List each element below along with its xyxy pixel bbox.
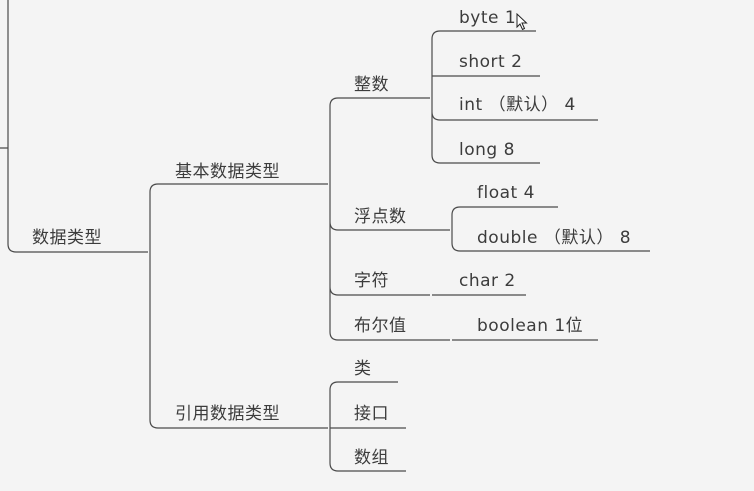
node-class[interactable]: 类 <box>354 359 372 379</box>
node-interface[interactable]: 接口 <box>354 404 389 424</box>
node-basic-types[interactable]: 基本数据类型 <box>175 162 280 182</box>
node-boolean[interactable]: 布尔值 <box>354 316 407 336</box>
node-short[interactable]: short 2 <box>459 52 523 72</box>
mouse-pointer-icon <box>516 13 528 31</box>
connector-parent-root <box>0 0 148 253</box>
connector-root-branches <box>149 183 328 429</box>
node-float[interactable]: 浮点数 <box>354 207 407 227</box>
connector-basic-subcategories <box>329 97 450 341</box>
connector-reference-leaves <box>329 381 406 472</box>
node-float-size[interactable]: float 4 <box>477 183 535 203</box>
node-int[interactable]: int （默认） 4 <box>459 95 576 115</box>
node-integer[interactable]: 整数 <box>354 75 389 95</box>
node-array[interactable]: 数组 <box>354 448 389 468</box>
node-double[interactable]: double （默认） 8 <box>477 228 632 248</box>
node-char-size[interactable]: char 2 <box>459 271 516 291</box>
node-boolean-size[interactable]: boolean 1位 <box>477 316 584 336</box>
connector-integer-leaves <box>431 30 598 164</box>
connector-float-leaves <box>451 206 650 252</box>
node-root[interactable]: 数据类型 <box>32 228 102 248</box>
node-reference-types[interactable]: 引用数据类型 <box>175 404 280 424</box>
node-byte[interactable]: byte 1 <box>459 8 517 28</box>
node-char[interactable]: 字符 <box>354 271 389 291</box>
node-long[interactable]: long 8 <box>459 140 515 160</box>
